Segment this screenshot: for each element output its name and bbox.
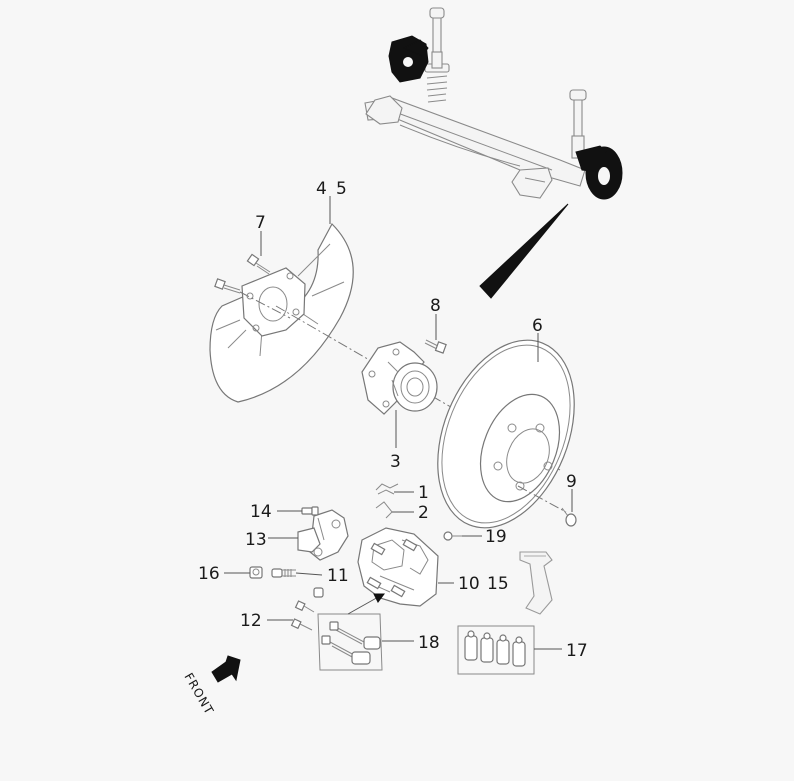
callout-14: 14	[250, 502, 272, 522]
front-label: FRONT	[181, 671, 216, 718]
dust-shield-backing-plate	[209, 223, 354, 403]
callout-15: 15	[487, 574, 509, 594]
kit-arrow-head	[373, 593, 385, 603]
callout-2: 2	[418, 503, 429, 523]
view-pointer-arrow	[479, 203, 569, 299]
caliper-assembly-10-15	[357, 527, 439, 607]
left-brake-highlight	[388, 35, 429, 83]
disc-screw-9	[561, 507, 577, 527]
brake-pad-kit-17	[457, 625, 535, 675]
callout-6: 6	[532, 316, 543, 336]
callout-4: 4	[316, 179, 327, 199]
callout-12: 12	[240, 611, 262, 631]
callout-11: 11	[327, 566, 349, 586]
bleeder-screw-14	[301, 506, 319, 516]
front-direction-indicator: FRONT	[181, 655, 241, 718]
callout-8: 8	[430, 296, 441, 316]
caliper-bolt-19	[443, 531, 462, 541]
caliper-housing-13	[297, 509, 349, 561]
callout-7: 7	[255, 213, 266, 233]
left-shock-absorber	[429, 7, 445, 69]
callout-5: 5	[336, 179, 347, 199]
guide-pin-kit-18	[317, 613, 383, 671]
dust-boot	[313, 587, 324, 598]
callout-3: 3	[390, 452, 401, 472]
axis-center-line-left	[239, 291, 291, 319]
guide-bolt-12	[290, 600, 315, 631]
backing-plate-bolt-7	[246, 253, 271, 275]
guide-pin-11	[271, 568, 296, 578]
callout-16: 16	[198, 564, 220, 584]
callout-10: 10	[458, 574, 480, 594]
callout-13: 13	[245, 530, 267, 550]
right-shock-absorber	[569, 89, 587, 159]
callout-1: 1	[418, 483, 429, 503]
left-coil-spring	[424, 63, 450, 103]
callout-labels: 4 5 7 8 6 3 9 1 2 14 13 19 16 11 10 15 1…	[198, 179, 588, 661]
hub-bolt-8	[424, 339, 447, 354]
brake-disc-rotor	[437, 339, 575, 529]
callout-19: 19	[485, 527, 507, 547]
backing-plate-bolt-left	[214, 278, 241, 294]
rear-axle-assembly	[364, 7, 623, 200]
callout-9: 9	[566, 472, 577, 492]
pad-spring-clip	[375, 483, 399, 519]
front-arrow-icon	[211, 655, 241, 683]
leader-lines	[224, 196, 573, 650]
caliper-carrier-bracket	[519, 551, 553, 615]
disc-screw-center-line	[517, 485, 567, 513]
hub-bearing-assembly	[361, 341, 438, 415]
right-brake-highlight	[575, 145, 623, 200]
callout-18: 18	[418, 633, 440, 653]
guide-pin-cap-16	[249, 566, 263, 579]
callout-17: 17	[566, 641, 588, 661]
kit-arrow	[347, 595, 381, 615]
